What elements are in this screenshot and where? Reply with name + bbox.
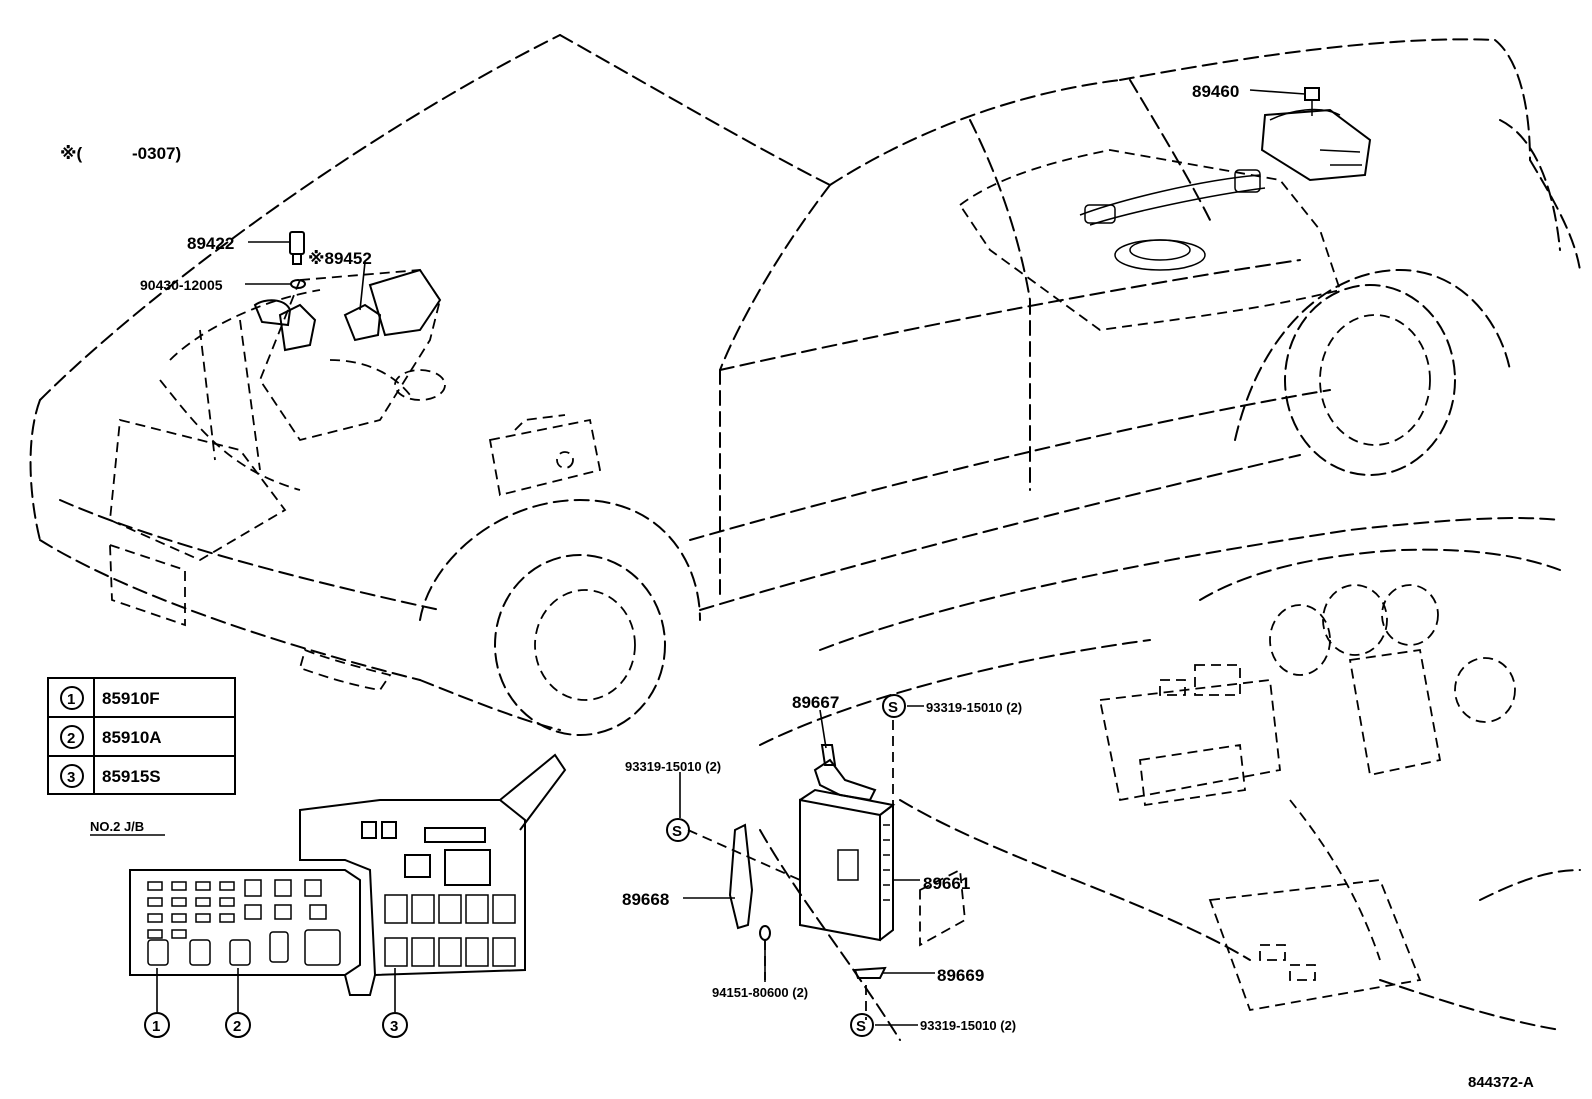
jb-marker-1: 1 [152, 1018, 160, 1035]
legend-num-3: 3 [67, 769, 75, 786]
legend-row-3: 3 85915S [60, 764, 161, 788]
note-range: -0307) [132, 144, 181, 163]
leader-lines [156, 89, 1306, 1026]
note-marker: ※( [60, 144, 83, 163]
callout-89668: 89668 [622, 890, 669, 909]
callout-93319-top: 93319-15010 (2) [926, 700, 1022, 715]
jb-marker-3: 3 [390, 1018, 398, 1035]
legend-table: 1 85910F 2 85910A 3 85915S [47, 677, 236, 795]
callout-89460: 89460 [1192, 82, 1239, 101]
jb-label: NO.2 J/B [90, 819, 144, 834]
junction-block [129, 753, 567, 996]
legend-row-2: 2 85910A [60, 725, 162, 749]
screw-symbols: S S S [666, 694, 906, 1037]
legend-part-3: 85915S [102, 767, 161, 786]
dashboard-outline [759, 517, 1581, 1041]
callout-93319-bottom: 93319-15010 (2) [920, 1018, 1016, 1033]
screw-symbol-bottom: S [856, 1018, 866, 1035]
screw-symbol-left: S [672, 823, 682, 840]
legend-num-1: 1 [67, 691, 75, 708]
legend-part-1: 85910F [102, 689, 160, 708]
callout-93319-left: 93319-15010 (2) [625, 759, 721, 774]
legend-part-2: 85910A [102, 728, 162, 747]
figure-id: 844372-A [1468, 1074, 1534, 1091]
callout-89669: 89669 [937, 966, 984, 985]
engine-parts [253, 231, 442, 352]
callout-94151: 94151-80600 (2) [712, 985, 808, 1000]
note: ※( -0307) [60, 144, 181, 163]
callout-89422: 89422 [187, 234, 234, 253]
fuse-grid [147, 879, 516, 967]
screw-icon: S [882, 694, 906, 718]
jb-markers: 1 2 3 [144, 1012, 408, 1038]
screw-symbol-top: S [888, 699, 898, 716]
jb-marker-2: 2 [233, 1018, 241, 1035]
callout-90430: 90430-12005 [140, 277, 223, 293]
part-callouts: 89460 89422 ※89452 90430-12005 89667 933… [140, 82, 1239, 1033]
screw-icon: S [666, 818, 690, 842]
callout-89661: 89661 [923, 874, 970, 893]
callout-89667: 89667 [792, 693, 839, 712]
screw-icon: S [850, 1013, 874, 1037]
callout-89452: ※89452 [308, 249, 372, 268]
legend-row-1: 1 85910F [60, 686, 160, 710]
legend-num-2: 2 [67, 730, 75, 747]
ecu-assembly [687, 720, 896, 1020]
car-body-outline [29, 34, 1581, 736]
